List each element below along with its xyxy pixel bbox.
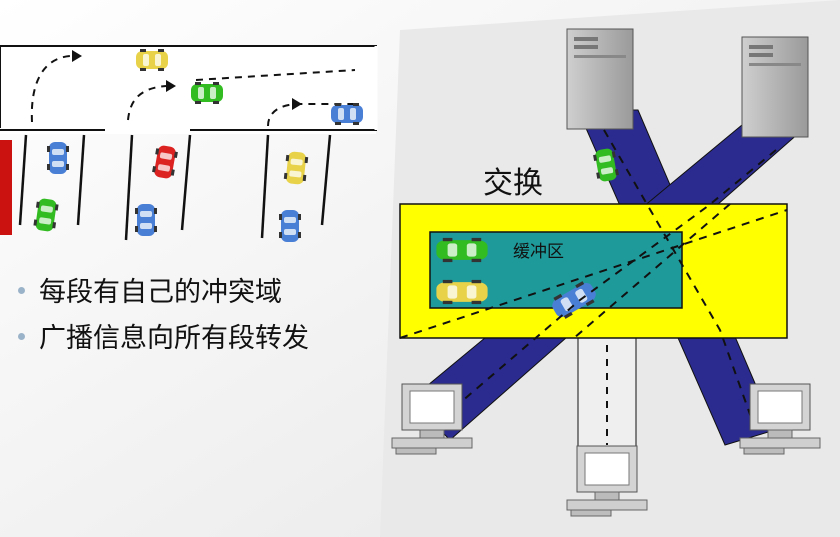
car-icon [135,204,157,236]
switch-label: 交换 [483,158,543,202]
monitor-icon [740,384,820,454]
car-icon [436,238,487,262]
bullet-item: 广播信息向所有段转发 [18,312,309,358]
car-icon [436,280,487,304]
bullet-text: 每段有自己的冲突域 [39,270,282,309]
buffer-label: 缓冲区 [513,237,564,262]
bullet-dot-icon [18,287,25,294]
server-icon [567,29,633,129]
car-icon [47,142,69,174]
car-icon [331,103,363,125]
bullet-item: 每段有自己的冲突域 [18,266,309,312]
bullet-text: 广播信息向所有段转发 [39,316,309,355]
bullet-dot-icon [18,333,25,340]
server-icon [742,37,808,137]
monitor-icon [392,384,472,454]
car-icon [191,82,223,104]
car-icon [283,151,308,185]
red-accent-bar [0,140,12,235]
monitor-icon [567,446,647,516]
car-icon [279,210,301,242]
car-icon [136,49,168,71]
bullet-list: 每段有自己的冲突域 广播信息向所有段转发 [18,266,309,358]
